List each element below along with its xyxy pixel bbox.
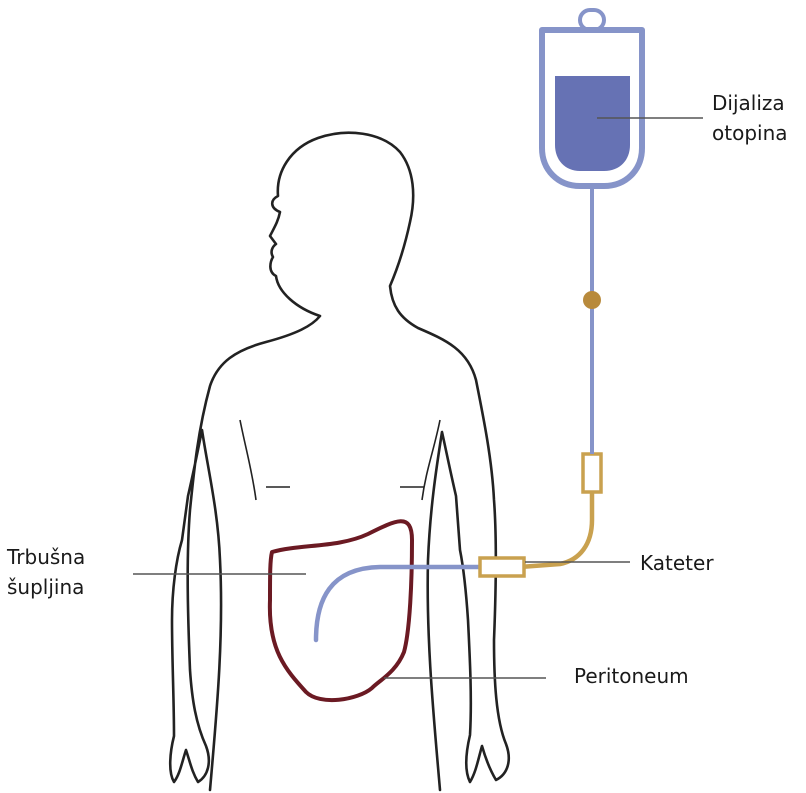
label-catheter: Kateter: [640, 548, 714, 578]
catheter-connector-icon: [480, 558, 524, 576]
catheter-internal-tube: [316, 567, 486, 640]
label-dialysate-line1: Dijaliza: [712, 88, 788, 118]
peritoneum-outline: [270, 521, 412, 700]
label-dialysate-line2: otopina: [712, 118, 788, 148]
tube-connector-icon: [583, 454, 601, 492]
label-peritoneum-text: Peritoneum: [574, 661, 689, 691]
clamp-icon: [583, 291, 601, 309]
label-abdomen-line1: Trbušna: [7, 542, 85, 572]
label-abdomen-line2: šupljina: [7, 572, 85, 602]
label-catheter-text: Kateter: [640, 548, 714, 578]
label-dialysate-solution: Dijaliza otopina: [712, 88, 788, 148]
torso-detail-lines: [240, 420, 440, 500]
label-peritoneum: Peritoneum: [574, 661, 689, 691]
catheter-external-tube: [520, 492, 592, 567]
leader-lines: [133, 118, 703, 678]
iv-bag-icon: [542, 10, 642, 186]
human-silhouette: [170, 133, 509, 790]
label-abdominal-cavity: Trbušna šupljina: [7, 542, 85, 602]
